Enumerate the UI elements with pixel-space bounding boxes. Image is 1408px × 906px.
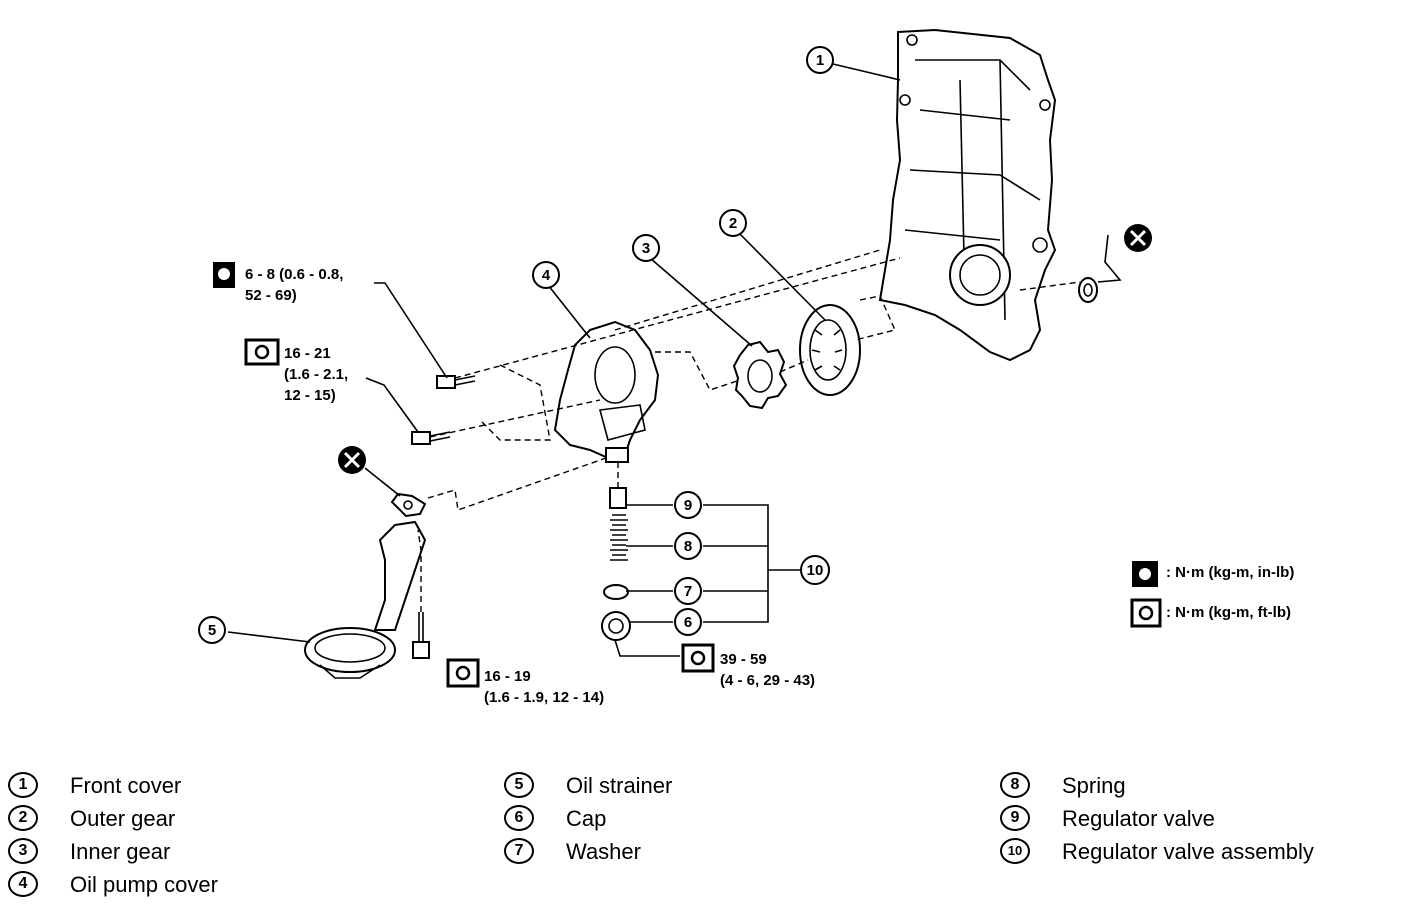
oil-pump-cover [553,320,660,463]
bolt-strainer [412,612,430,659]
torque-line: 52 - 69) [245,287,297,304]
callout-10: 10 [800,555,830,585]
svg-text:6: 6 [684,614,692,631]
replace-part-icon [1124,224,1152,252]
svg-text:7: 7 [684,583,692,600]
unit-legend-inlb: : N·m (kg-m, in-lb) [1166,564,1295,581]
legend-torque-icon-inlb [1132,561,1158,587]
part-name: Washer [566,839,641,864]
callout-6: 6 [674,608,702,636]
part-number: 5 [504,772,534,798]
part-number: 8 [1000,772,1030,798]
torque-icon-ftlb [446,658,480,688]
svg-text:10: 10 [807,562,824,579]
part-name: Oil strainer [566,773,673,798]
torque-line: 16 - 21 [284,345,331,362]
callout-7: 7 [674,577,702,605]
part-name: Regulator valve [1062,806,1215,831]
svg-text:2: 2 [729,215,737,232]
legend-torque-icon-ftlb [1130,598,1162,628]
torque-line: 12 - 15) [284,387,336,404]
torque-icon-ftlb [681,643,715,673]
part-number: 4 [8,871,38,897]
bolt-pump [411,431,451,445]
part-number: 6 [504,805,534,831]
torque-spec-pump-bolt: 16 - 21 (1.6 - 2.1, 12 - 15) [284,343,348,406]
part-name: Outer gear [70,806,176,831]
part-number: 3 [8,838,38,864]
torque-icon-inlb [213,262,235,288]
outer-gear [799,304,861,396]
replace-gasket-icon [338,446,366,474]
oil-strainer [304,520,427,679]
torque-icon-ftlb [244,338,280,366]
exploded-view-diagram: .ln { stroke:#000; stroke-width:1.6; fil… [198,28,1162,688]
svg-text:9: 9 [684,497,692,514]
callout-1: 1 [806,46,834,74]
alignment-lines [417,249,1081,612]
part-name: Cap [566,806,607,831]
callout-9: 9 [674,491,702,519]
svg-text:5: 5 [208,622,216,639]
torque-line: 39 - 59 [720,651,767,668]
part-name: Front cover [70,773,182,798]
front-cover [878,28,1057,362]
callout-3: 3 [632,234,660,262]
callout-4: 4 [532,261,560,289]
torque-line: (1.6 - 1.9, 12 - 14) [484,689,605,706]
torque-line: 16 - 19 [484,668,531,685]
inner-gear [732,340,788,410]
part-name: Inner gear [70,839,171,864]
part-number: 10 [1000,838,1030,864]
torque-line: 6 - 8 (0.6 - 0.8, [245,266,344,283]
callout-2: 2 [719,209,747,237]
callout-5: 5 [198,616,226,644]
torque-line: (4 - 6, 29 - 43) [720,672,816,689]
part-number: 9 [1000,805,1030,831]
part-number: 2 [8,805,38,831]
svg-text:4: 4 [542,267,551,284]
part-name: Regulator valve assembly [1062,839,1314,864]
part-name: Spring [1062,773,1126,798]
torque-spec-cap: 39 - 59 (4 - 6, 29 - 43) [720,649,815,691]
callout-8: 8 [674,532,702,560]
part-number: 7 [504,838,534,864]
gasket [390,492,427,518]
leader-lines [227,63,901,657]
svg-text:8: 8 [684,538,692,555]
torque-spec-strainer-bolt: 16 - 19 (1.6 - 1.9, 12 - 14) [484,666,604,708]
part-name: Oil pump cover [70,872,218,897]
svg-text:3: 3 [642,240,650,257]
oil-seal [1078,234,1122,303]
svg-text:1: 1 [816,52,824,69]
part-number: 1 [8,772,38,798]
torque-line: (1.6 - 2.1, [284,366,349,383]
regulator-valve-parts [601,487,631,641]
torque-spec-cover-bolt: 6 - 8 (0.6 - 0.8, 52 - 69) [245,264,343,306]
unit-legend-ftlb: : N·m (kg-m, ft-lb) [1166,604,1291,621]
